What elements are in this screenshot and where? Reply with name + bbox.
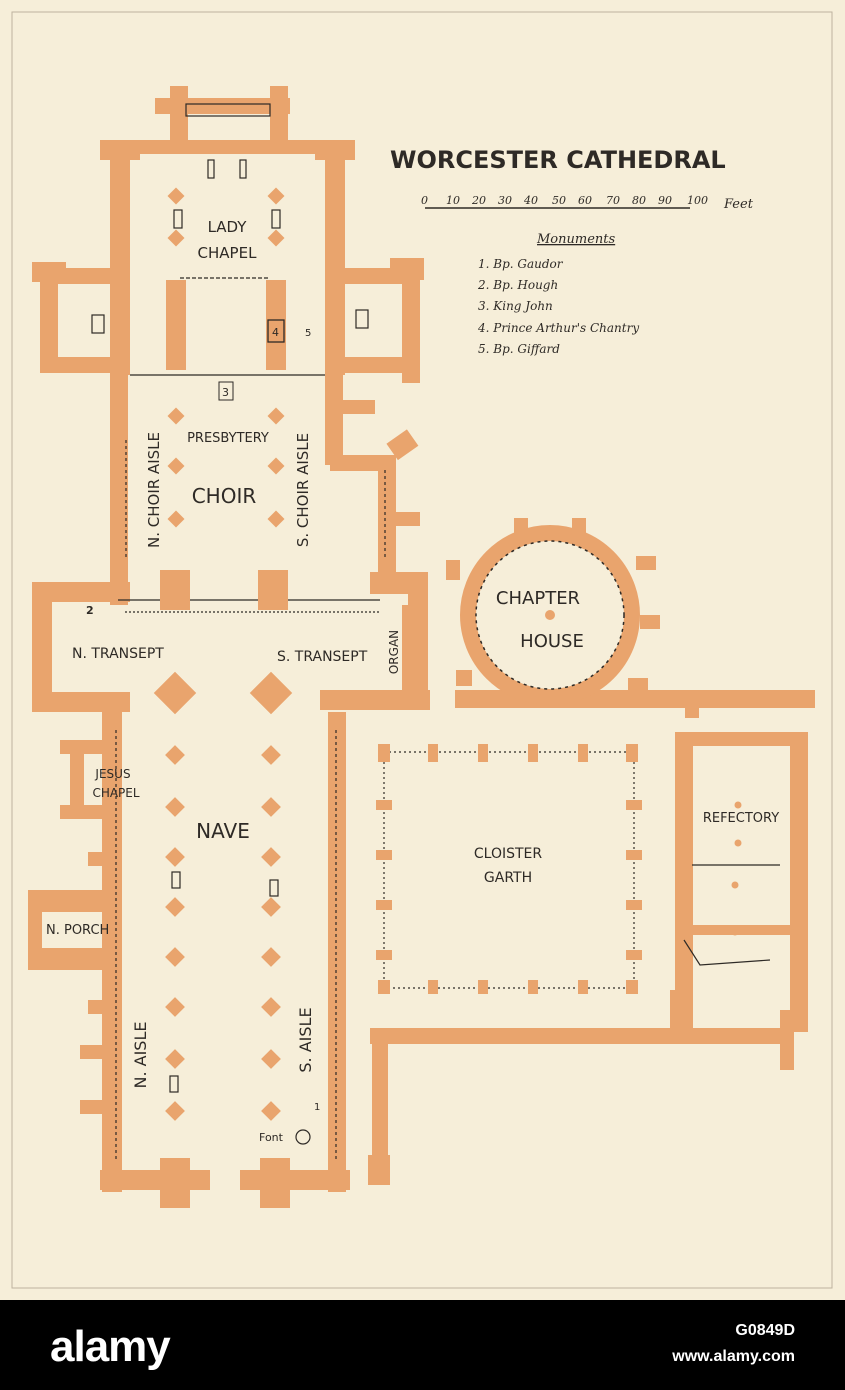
piers bbox=[153, 187, 742, 1208]
legend-item: 5. Bp. Giffard bbox=[478, 342, 560, 356]
scale-tick: 100 bbox=[687, 194, 708, 207]
scale-tick: 40 bbox=[523, 194, 538, 207]
cathedral-plan: WORCESTER CATHEDRAL 0 10 20 30 40 50 60 … bbox=[11, 11, 833, 1289]
scale-tick: 80 bbox=[632, 194, 646, 207]
legend-item: 3. King John bbox=[478, 299, 553, 313]
scale-tick: 90 bbox=[658, 194, 672, 207]
scale-tick: 0 bbox=[421, 194, 428, 207]
label-chapter-house: CHAPTER bbox=[496, 588, 580, 609]
legend-item: 2. Bp. Hough bbox=[477, 278, 558, 292]
chapter-house-pillar bbox=[545, 610, 555, 620]
room-labels: LADY CHAPEL PRESBYTERY CHOIR N. CHOIR AI… bbox=[46, 218, 779, 1144]
scale-unit: Feet bbox=[723, 197, 754, 212]
monument-markers: 1 2 3 4 5 bbox=[86, 319, 320, 1113]
watermark-url: www.alamy.com bbox=[672, 1348, 795, 1365]
chapter-house-bench bbox=[475, 540, 625, 690]
label-cloister-garth: CLOISTER bbox=[474, 846, 543, 862]
alamy-logo: alamy bbox=[50, 1322, 171, 1371]
label-jesus-chapel: CHAPEL bbox=[92, 786, 139, 800]
monument-marker-1: 1 bbox=[314, 1102, 320, 1113]
label-n-aisle: N. AISLE bbox=[131, 1022, 150, 1089]
scale-tick: 60 bbox=[578, 194, 592, 207]
label-lady-chapel: CHAPEL bbox=[198, 244, 258, 262]
scale-tick: 20 bbox=[471, 194, 486, 207]
label-nave: NAVE bbox=[196, 819, 250, 843]
legend-heading: Monuments bbox=[536, 232, 616, 247]
cloister-arcade bbox=[383, 751, 635, 989]
scale-tick: 50 bbox=[552, 194, 566, 207]
label-refectory: REFECTORY bbox=[703, 811, 779, 826]
image-id: G0849D bbox=[735, 1322, 795, 1339]
scale-tick: 10 bbox=[446, 194, 460, 207]
label-organ: ORGAN bbox=[387, 630, 401, 674]
monument-marker-2: 2 bbox=[86, 604, 94, 617]
walls bbox=[28, 86, 815, 1192]
map-title: WORCESTER CATHEDRAL bbox=[390, 146, 726, 174]
cloister-piers bbox=[376, 744, 642, 994]
label-n-transept: N. TRANSEPT bbox=[72, 646, 164, 662]
monument-legend: Monuments 1. Bp. Gaudor 2. Bp. Hough 3. … bbox=[477, 232, 639, 356]
refectory-buttresses bbox=[790, 770, 808, 940]
label-presbytery: PRESBYTERY bbox=[187, 431, 269, 446]
label-s-choir-aisle: S. CHOIR AISLE bbox=[294, 433, 312, 547]
label-choir: CHOIR bbox=[192, 484, 257, 508]
watermark-footer: alamy G0849D www.alamy.com bbox=[0, 1300, 845, 1390]
label-chapter-house: HOUSE bbox=[520, 631, 584, 652]
label-s-aisle: S. AISLE bbox=[296, 1007, 315, 1072]
label-cloister-garth: GARTH bbox=[484, 870, 532, 886]
monument-marker-3: 3 bbox=[222, 386, 229, 399]
scale-tick: 70 bbox=[606, 194, 620, 207]
label-n-porch: N. PORCH bbox=[46, 923, 109, 938]
label-font: Font bbox=[259, 1131, 284, 1144]
legend-item: 1. Bp. Gaudor bbox=[478, 257, 564, 271]
label-n-choir-aisle: N. CHOIR AISLE bbox=[145, 432, 163, 548]
label-s-transept: S. TRANSEPT bbox=[277, 649, 368, 665]
tombs bbox=[91, 159, 369, 1145]
monument-marker-4: 4 bbox=[272, 326, 279, 339]
map-border bbox=[11, 11, 833, 1289]
label-lady-chapel: LADY bbox=[208, 218, 248, 236]
scale-tick: 30 bbox=[498, 194, 512, 207]
scale-bar: 0 10 20 30 40 50 60 70 80 90 100 Feet bbox=[421, 194, 754, 212]
label-jesus-chapel: JESUS bbox=[94, 767, 130, 781]
legend-item: 4. Prince Arthur's Chantry bbox=[477, 321, 639, 335]
monument-marker-5: 5 bbox=[305, 328, 311, 339]
